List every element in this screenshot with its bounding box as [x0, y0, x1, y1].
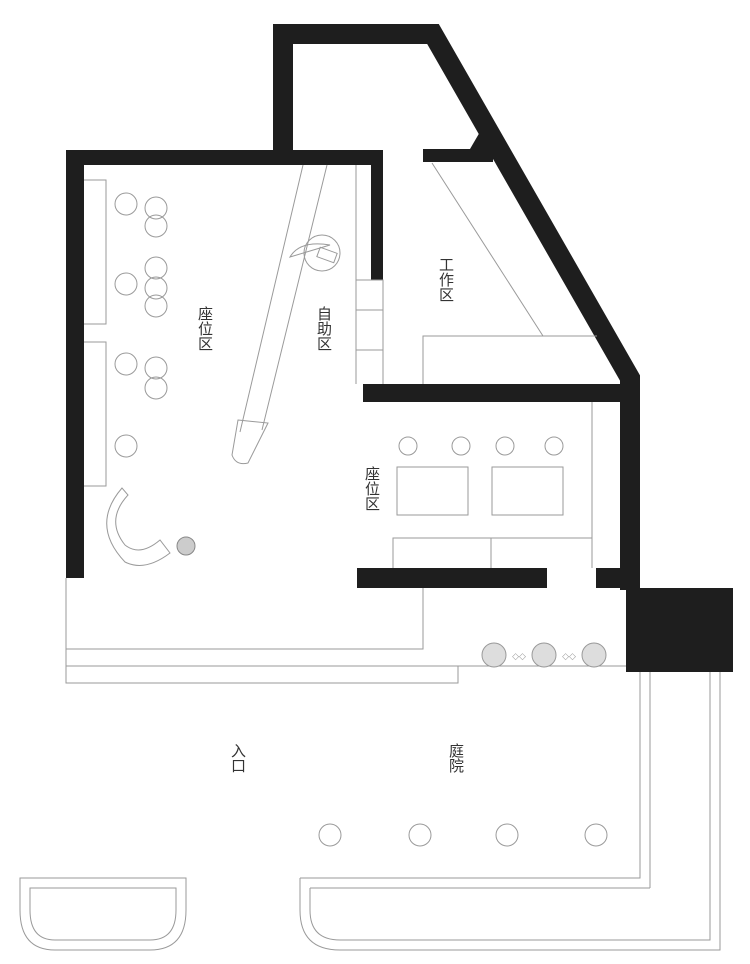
bottom-wall-left [357, 568, 547, 588]
rug-icon [176, 536, 196, 556]
entrance-bench [19, 877, 187, 951]
furniture: ◇◇ ◇◇ [19, 162, 721, 951]
slide-end [231, 419, 269, 465]
label-entrance: 入口 [229, 743, 247, 773]
label-self-service: 自助区 [315, 306, 333, 351]
self-service-machine [303, 234, 341, 272]
corner-block [626, 588, 733, 672]
svg-text:◇◇: ◇◇ [562, 652, 576, 662]
work-diagonal-line [431, 162, 544, 337]
courtyard-bench [299, 672, 721, 951]
bench-left-bottom [84, 341, 107, 487]
work-counter [422, 335, 597, 384]
bottom-wall-right [596, 568, 640, 588]
shelf-units [355, 165, 384, 384]
work-area-corner [470, 125, 495, 149]
table-2 [491, 466, 564, 516]
table-1 [396, 466, 469, 516]
bench-left-top [84, 179, 107, 325]
label-work-area: 工作区 [437, 257, 455, 302]
label-courtyard: 庭院 [447, 743, 465, 774]
slide-band [239, 164, 328, 433]
label-seating-left: 座位区 [196, 306, 214, 351]
top-wall [66, 150, 383, 165]
self-service-arm [288, 243, 331, 258]
annex-diagonal-wall [273, 24, 640, 590]
work-area-top-wall [423, 149, 493, 162]
self-service-box [316, 246, 338, 264]
walls [66, 24, 733, 672]
bench-right [392, 402, 593, 568]
self-service-stub-wall [371, 150, 383, 280]
svg-text:◇◇: ◇◇ [512, 652, 526, 662]
curved-sofa [106, 487, 171, 566]
planters: ◇◇ ◇◇ [481, 642, 607, 668]
stools-right [398, 436, 564, 456]
stools-left [114, 192, 168, 458]
inner-wall [363, 384, 640, 402]
courtyard-stools [318, 823, 608, 847]
left-wall [66, 150, 84, 578]
label-seating-right: 座位区 [363, 466, 381, 511]
terrace-steps [65, 578, 459, 684]
